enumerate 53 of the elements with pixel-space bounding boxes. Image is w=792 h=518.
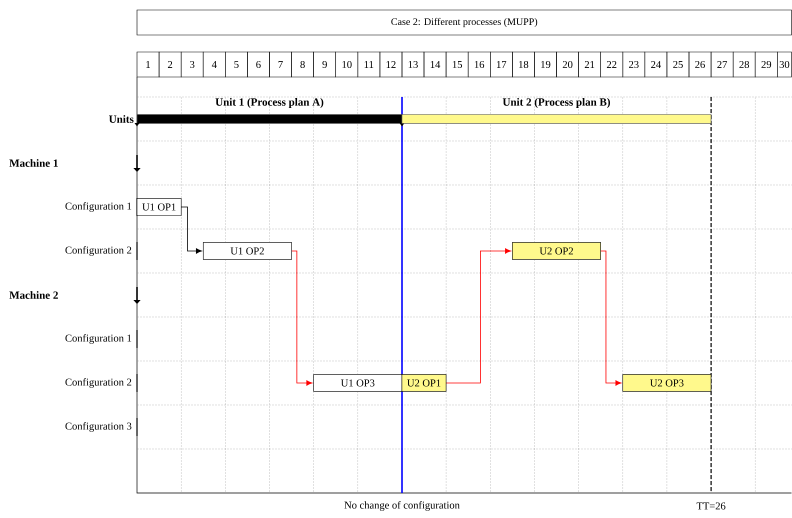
time-cell: 20 — [556, 52, 579, 78]
time-cell: 22 — [600, 52, 624, 78]
time-cell: 26 — [688, 52, 712, 78]
time-cell: 3 — [180, 52, 204, 78]
time-cell: 9 — [313, 52, 336, 78]
time-cell: 21 — [578, 52, 601, 78]
arrow — [291, 250, 312, 386]
time-cell: 24 — [644, 52, 668, 78]
time-cell: 10 — [335, 52, 358, 78]
node-label: Unit 1 (Process plan A) — [215, 98, 324, 108]
row-label: Configuration 2 — [65, 378, 132, 388]
operation-box: U2 OP3 — [622, 374, 712, 392]
note: No change of configuration — [344, 501, 460, 511]
time-cell: 4 — [202, 52, 226, 78]
operation-box: U1 OP1 — [136, 198, 182, 216]
title-box: Case 2: Different processes (MUPP) — [136, 10, 792, 36]
time-cell: 1 — [136, 52, 160, 78]
operation-box: U1 OP3 — [313, 374, 402, 392]
time-cell: 15 — [446, 52, 468, 78]
node-label: Unit 2 (Process plan B) — [502, 98, 610, 108]
unit-bar: Unit 2 (Process plan B) — [402, 98, 712, 124]
time-cell: 5 — [225, 52, 248, 78]
row-label: Configuration 3 — [65, 422, 132, 432]
time-cell: 6 — [247, 52, 270, 78]
time-cell: 7 — [269, 52, 292, 78]
operation-box: U2 OP1 — [402, 374, 446, 392]
note: TT=26 — [696, 502, 726, 510]
time-cell: 29 — [754, 52, 778, 78]
time-cell: 27 — [710, 52, 734, 78]
row-label: Machine 2 — [9, 291, 58, 299]
arrow — [446, 248, 511, 384]
time-cell: 16 — [468, 52, 491, 78]
operation-box: U1 OP2 — [202, 242, 292, 260]
unit-bar: Unit 1 (Process plan A) — [134, 98, 404, 126]
time-cell: 2 — [158, 52, 182, 78]
time-cell: 23 — [622, 52, 646, 78]
time-cell: 28 — [732, 52, 756, 78]
row-label: Configuration 2 — [65, 246, 132, 256]
row-label: Configuration 1 — [65, 334, 132, 344]
arrow — [600, 250, 622, 386]
row-label: Machine 1 — [9, 159, 58, 167]
time-cell: 25 — [666, 52, 690, 78]
time-cell: 18 — [512, 52, 535, 78]
time-cell: 14 — [424, 52, 446, 78]
time-cell: 17 — [490, 52, 513, 78]
time-cell: 13 — [402, 52, 424, 78]
time-cell: 8 — [291, 52, 314, 78]
time-cell: 12 — [380, 52, 402, 78]
arrow — [181, 206, 202, 254]
operation-box: U2 OP2 — [512, 242, 601, 260]
time-cell: 19 — [534, 52, 557, 78]
time-cell: 11 — [358, 52, 380, 78]
time-cell: 30 — [777, 52, 792, 78]
